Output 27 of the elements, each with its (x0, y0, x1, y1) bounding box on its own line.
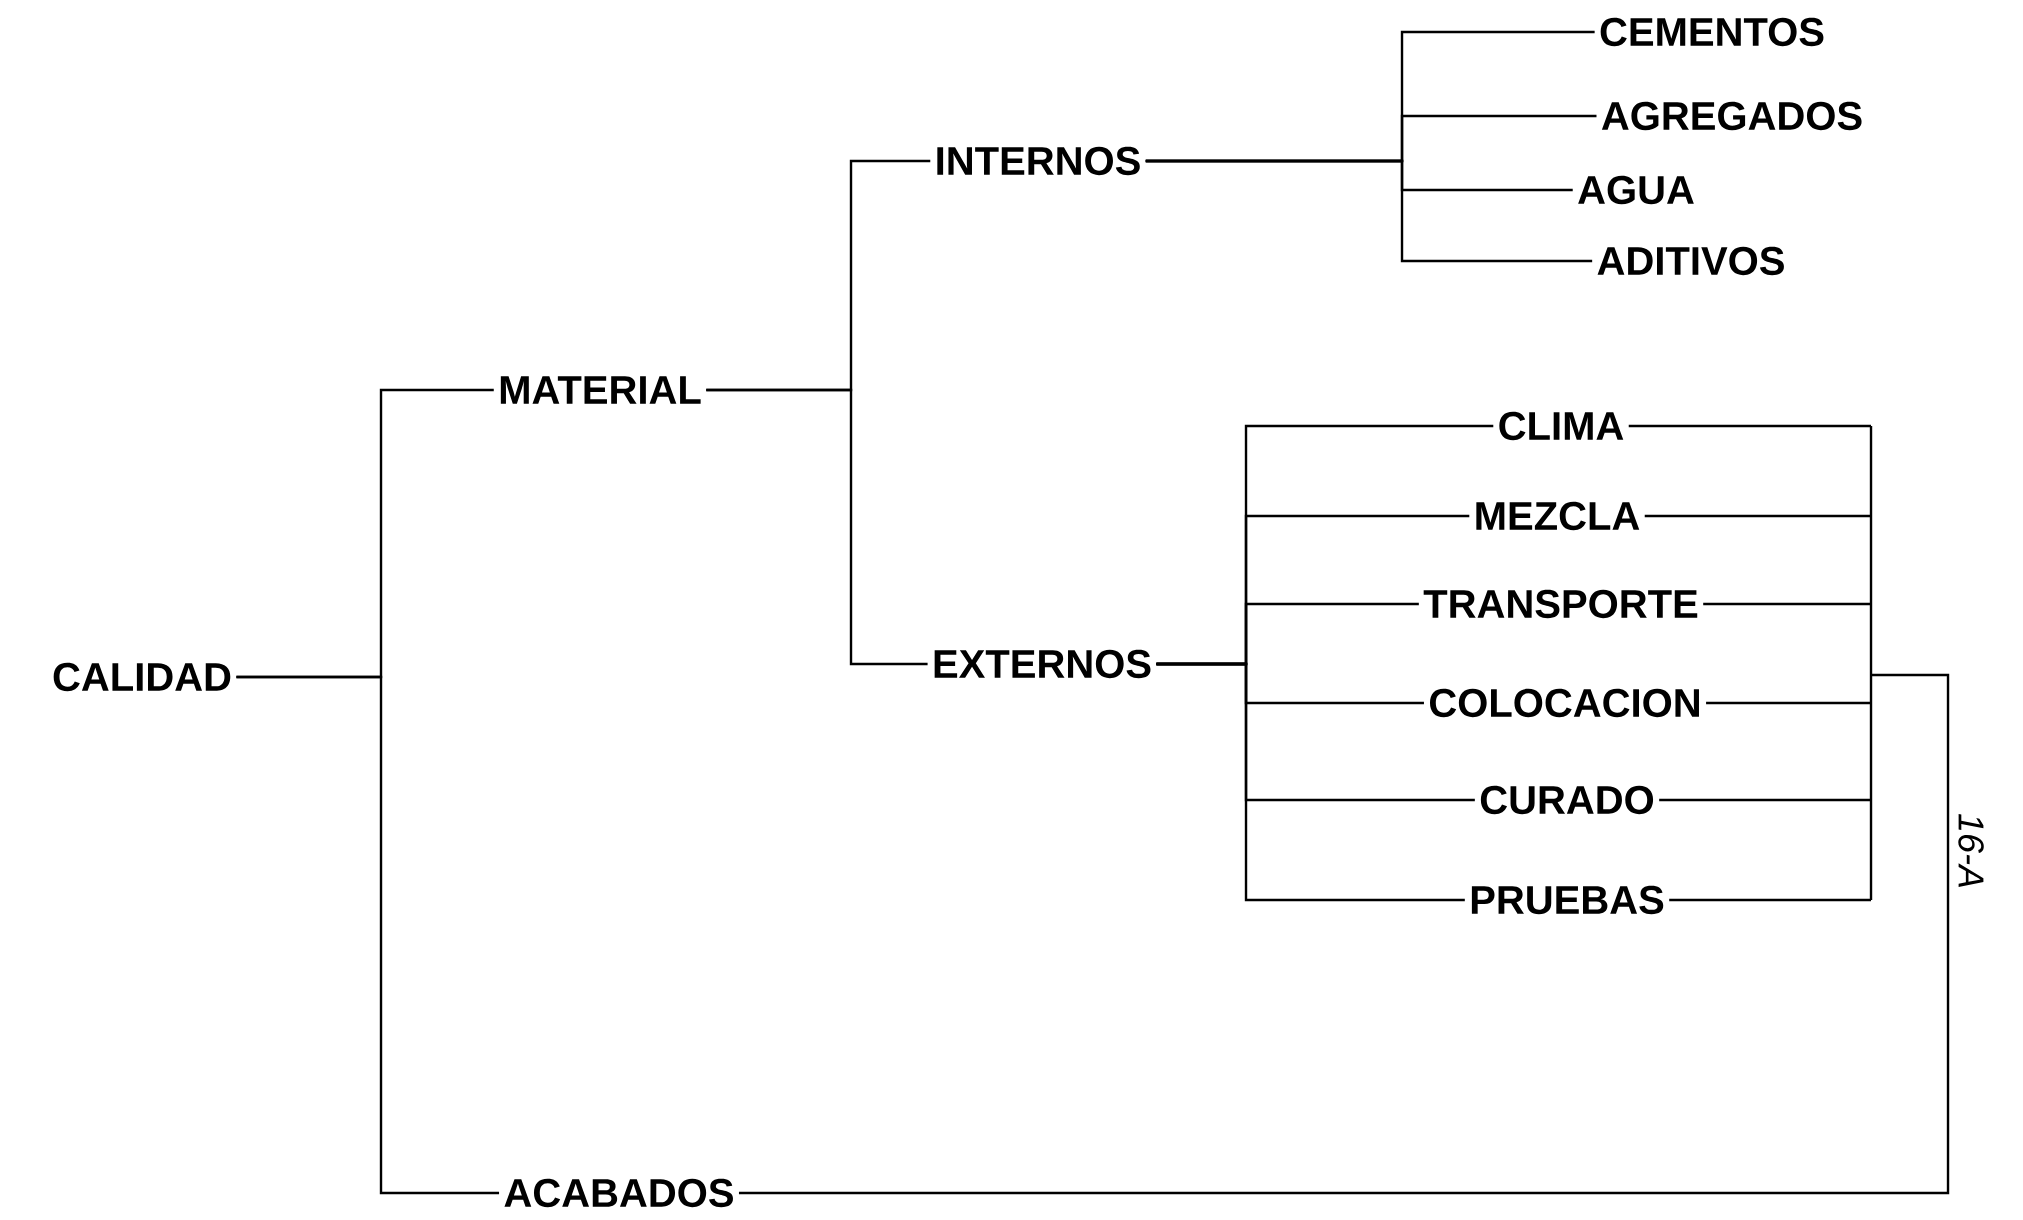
connector-line (1659, 798, 1871, 802)
tree-label: ADITIVOS (1597, 246, 1784, 276)
tree-label: CURADO (1480, 785, 1654, 815)
tree-label: PRUEBAS (1471, 885, 1664, 915)
connector-line (1156, 662, 1465, 902)
tree-label: CLIMA (1499, 411, 1624, 441)
tree-label: CEMENTOS (1600, 17, 1824, 47)
tree-label: ACABADOS (504, 1178, 733, 1208)
connector-line (1644, 514, 1871, 518)
tree-label: CALIDAD (53, 662, 231, 692)
connector-line (737, 424, 1950, 1195)
tree-label: AGREGADOS (1601, 101, 1862, 131)
connector-line (1145, 159, 1593, 263)
tree-label: MEZCLA (1476, 501, 1640, 531)
tree-label: MATERIAL (500, 376, 701, 404)
handwritten-note: 16-A (1958, 813, 1984, 888)
tree-label: TRANSPORTE (1423, 589, 1698, 619)
tree-label: AGUA (1578, 175, 1694, 205)
connector-line (1706, 701, 1871, 705)
connector-line (706, 388, 928, 666)
connector-line (1703, 602, 1871, 606)
tree-label: INTERNOS (937, 146, 1140, 176)
connector-line (236, 675, 500, 1195)
connector-line (1669, 898, 1871, 902)
connector-line (1628, 424, 1871, 428)
tree-label: COLOCACION (1430, 688, 1699, 718)
tree-label: EXTERNOS (934, 649, 1151, 679)
